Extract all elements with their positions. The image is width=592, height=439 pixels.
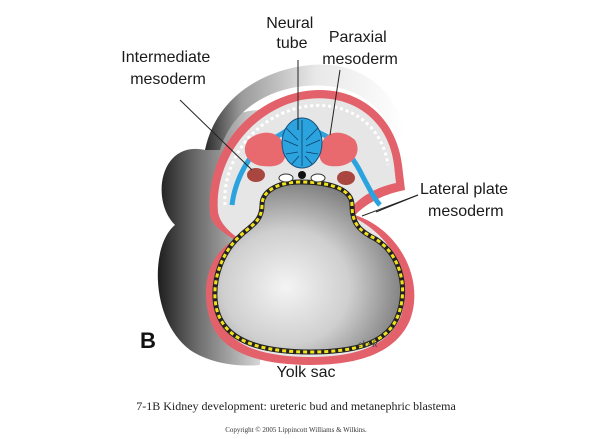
intermediate-mesoderm-right [337, 171, 355, 185]
artist-signature: elo-R [358, 339, 378, 349]
dorsal-aorta-right [310, 173, 326, 183]
leader-lines [179, 60, 419, 217]
endoderm-dots [213, 180, 405, 354]
intermediate-mesoderm-left [247, 168, 265, 182]
copyright-notice: Copyright © 2005 Lippincott Williams & W… [225, 426, 367, 434]
paraxial-mesoderm-left [244, 132, 286, 167]
label-intermediate-mesoderm: Intermediate mesoderm [121, 49, 214, 88]
amnion-edge [223, 104, 390, 206]
panel-letter: B [140, 328, 156, 353]
label-paraxial-mesoderm: Paraxial mesoderm [322, 29, 398, 68]
neural-tube-striations [283, 120, 321, 166]
label-neural-tube: Neural tube [266, 15, 318, 52]
paraxial-mesoderm-right [319, 132, 358, 167]
notochord [298, 171, 306, 179]
dorsal-aorta-left [278, 173, 294, 183]
figure-caption: 7-1B Kidney development: ureteric bud an… [136, 399, 456, 413]
body-wall-top [205, 64, 405, 150]
label-yolk-sac: Yolk sac [277, 364, 336, 381]
label-lateral-plate-mesoderm: Lateral plate mesoderm [420, 181, 513, 220]
